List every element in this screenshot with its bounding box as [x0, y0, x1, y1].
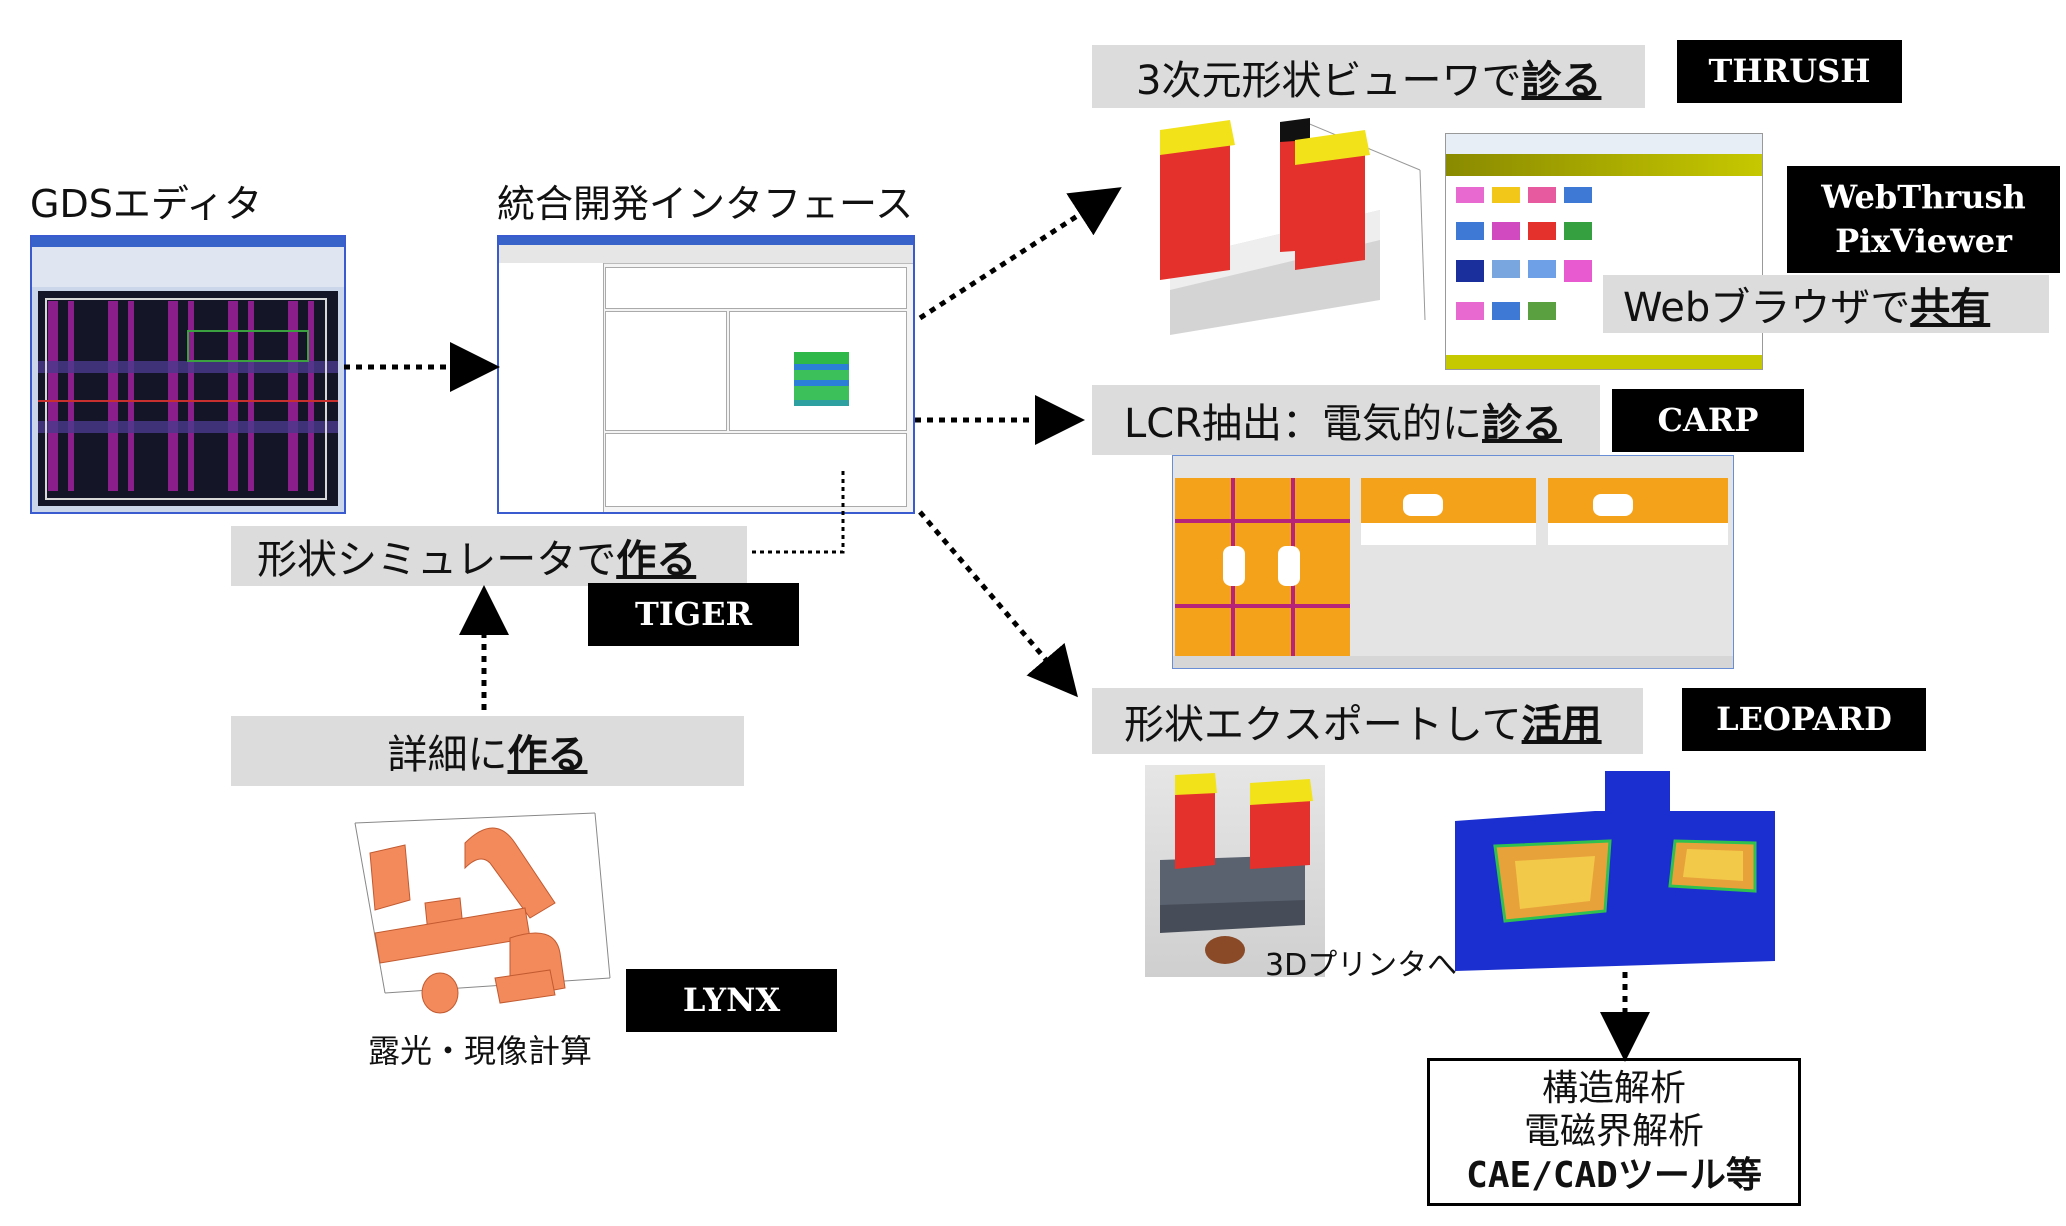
webthrush-badge-line1: WebThrush: [1821, 178, 2026, 217]
arrow-ide-to-leopard: [918, 510, 1078, 698]
webthrush-label-emphasis: 共有: [1910, 285, 1991, 331]
carp-label-text: LCR抽出：電気的に: [1124, 401, 1483, 447]
arrow-ide-to-thrush: [918, 187, 1122, 321]
leopard-printer-caption: 3Dプリンタへ: [1265, 948, 1458, 983]
lynx-label-text: 詳細に: [387, 732, 508, 778]
carp-field-screenshot: [1172, 455, 1734, 669]
leopard-label-emphasis: 活用: [1521, 702, 1602, 748]
lynx-label: 詳細に作る: [231, 716, 744, 786]
tiger-label: 形状シミュレータで作る: [231, 526, 747, 586]
gds-editor-title: GDSエディタ: [30, 182, 263, 226]
cae-line3: CAE/CADツール等: [1466, 1154, 1762, 1196]
cae-line1: 構造解析: [1541, 1068, 1686, 1110]
connector-tiger-to-ide: [752, 470, 845, 554]
lynx-label-emphasis: 作る: [507, 732, 588, 778]
cae-output-box: 構造解析 電磁界解析 CAE/CADツール等: [1427, 1058, 1801, 1206]
lynx-badge: LYNX: [626, 969, 837, 1032]
carp-label: LCR抽出：電気的に診る: [1092, 385, 1600, 455]
webthrush-badge-line2: PixViewer: [1835, 221, 2012, 260]
thrush-label-text: 3次元形状ビューワで: [1136, 57, 1522, 104]
thrush-label: 3次元形状ビューワで診る: [1092, 45, 1645, 108]
ide-screenshot: [497, 235, 915, 514]
carp-label-emphasis: 診る: [1482, 401, 1563, 447]
lynx-exposure-image: [345, 793, 615, 1023]
webthrush-badge: WebThrush PixViewer: [1787, 166, 2060, 273]
leopard-badge: LEOPARD: [1682, 688, 1926, 751]
leopard-label-text: 形状エクスポートして: [1124, 702, 1522, 748]
cae-line2: 電磁界解析: [1523, 1111, 1704, 1153]
tiger-label-text: 形状シミュレータで: [257, 537, 617, 583]
carp-badge: CARP: [1612, 389, 1804, 452]
thrush-3d-view: [1150, 110, 1440, 345]
leopard-label: 形状エクスポートして活用: [1092, 688, 1643, 754]
leopard-3d-print-photo: [1145, 765, 1325, 977]
lynx-caption: 露光・現像計算: [368, 1032, 593, 1070]
gds-editor-screenshot: [30, 235, 346, 514]
webthrush-label: Webブラウザで共有: [1603, 275, 2049, 333]
tiger-label-emphasis: 作る: [616, 537, 697, 583]
tiger-badge: TIGER: [588, 583, 799, 646]
leopard-simulation-image: [1455, 771, 1775, 971]
thrush-label-emphasis: 診る: [1521, 57, 1602, 104]
thrush-badge: THRUSH: [1677, 40, 1902, 103]
ide-title: 統合開発インタフェース: [497, 182, 914, 226]
webthrush-label-text: Webブラウザで: [1623, 285, 1911, 331]
